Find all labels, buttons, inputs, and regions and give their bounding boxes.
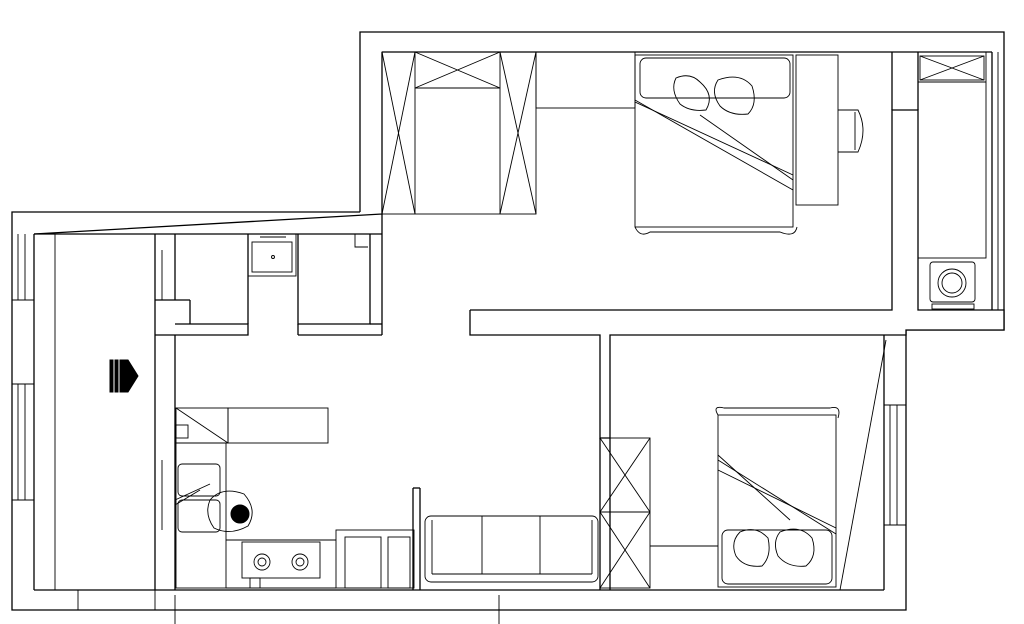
second-bedroom	[599, 406, 840, 589]
master-bedroom	[381, 51, 864, 235]
desk	[795, 54, 839, 206]
windows	[12, 52, 999, 530]
kitchen	[174, 407, 336, 589]
living-room	[335, 487, 599, 590]
pillow	[775, 528, 815, 567]
wardrobe	[381, 51, 537, 215]
interior-walls	[154, 52, 1005, 591]
gas-stove	[241, 541, 321, 589]
tv-cabinet	[335, 487, 421, 590]
pillow	[673, 75, 710, 111]
dimension-ticks	[174, 595, 500, 624]
pillow	[714, 76, 755, 115]
washing-machine	[929, 261, 976, 310]
three-seat-sofa	[424, 515, 599, 583]
double-sink	[174, 463, 221, 533]
single-bed	[715, 406, 840, 588]
chair	[838, 109, 864, 153]
storage-cabinet	[917, 51, 987, 259]
bathroom	[247, 233, 297, 277]
dresser	[535, 51, 636, 109]
counter	[227, 407, 329, 444]
wash-basin	[247, 233, 297, 277]
utility	[917, 51, 987, 310]
entrance-arrow-icon	[109, 359, 139, 393]
balcony	[54, 234, 156, 610]
chair	[207, 490, 253, 532]
double-bed	[634, 54, 798, 235]
pillow	[733, 529, 770, 567]
wardrobe	[599, 437, 651, 589]
